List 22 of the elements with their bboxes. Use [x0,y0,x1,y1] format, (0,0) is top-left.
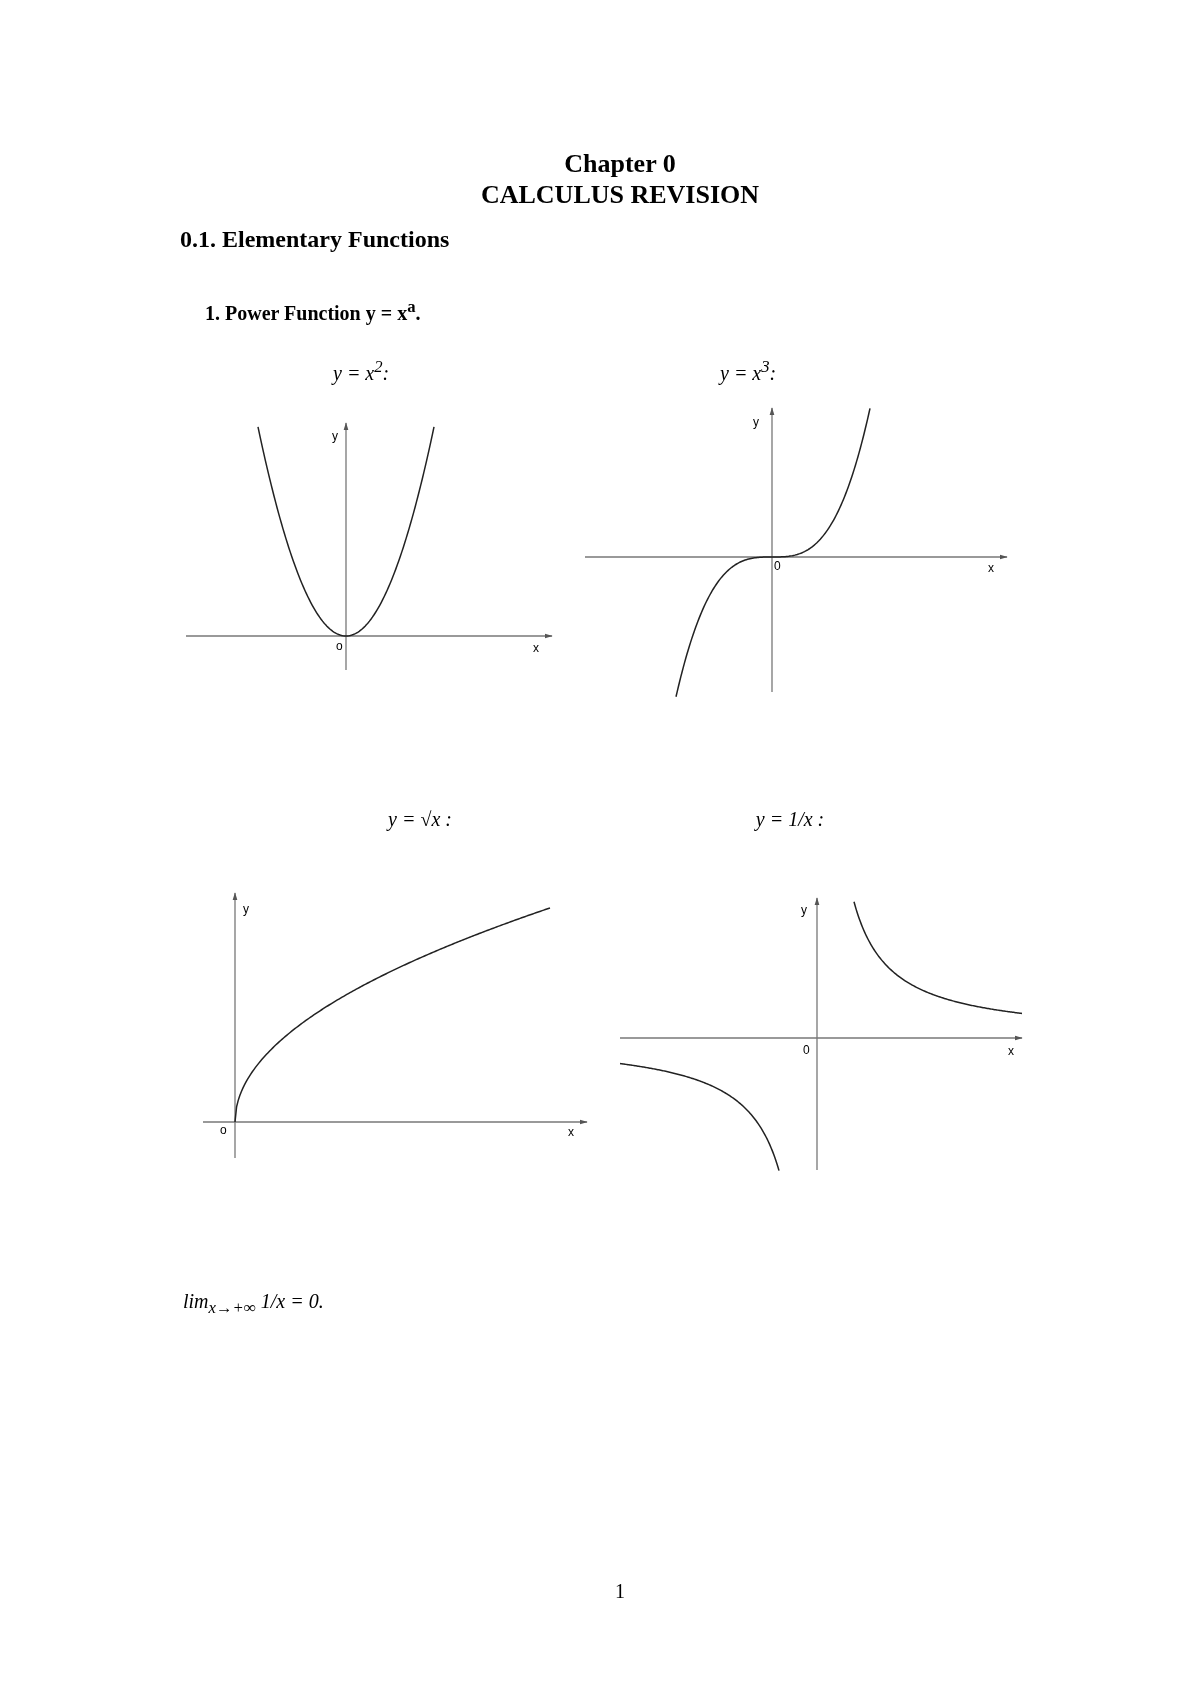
axis-label: x [1008,1045,1014,1059]
subsection-heading: 1. Power Function y = x$^{a}$. [205,298,421,324]
axis-label: y [332,430,338,444]
axis-label: x [568,1126,574,1140]
axis-label: o [336,640,343,654]
formula: y = x$^{2}$: [333,358,390,384]
axis-label: x [988,562,994,576]
axis-label: y [243,903,249,917]
formula: y = √x : [388,808,452,830]
chapter-title: Chapter 0 [564,150,676,179]
axis-label: y [753,416,759,430]
page-number: 1 [615,1580,625,1602]
axis-label: x [533,642,539,656]
formula: lim$_{x→+∞}$ 1/x = 0. [183,1290,324,1318]
axis-label: y [801,904,807,918]
section-heading: 0.1. Elementary Functions [180,226,450,253]
axis-label: 0 [774,560,781,574]
axis-label: o [220,1124,227,1138]
formula: y = 1/x : [755,808,825,830]
axis-label: 0 [803,1044,810,1058]
formula: y = x$^{3}$: [720,358,777,384]
chapter-heading: CALCULUS REVISION [480,181,760,210]
